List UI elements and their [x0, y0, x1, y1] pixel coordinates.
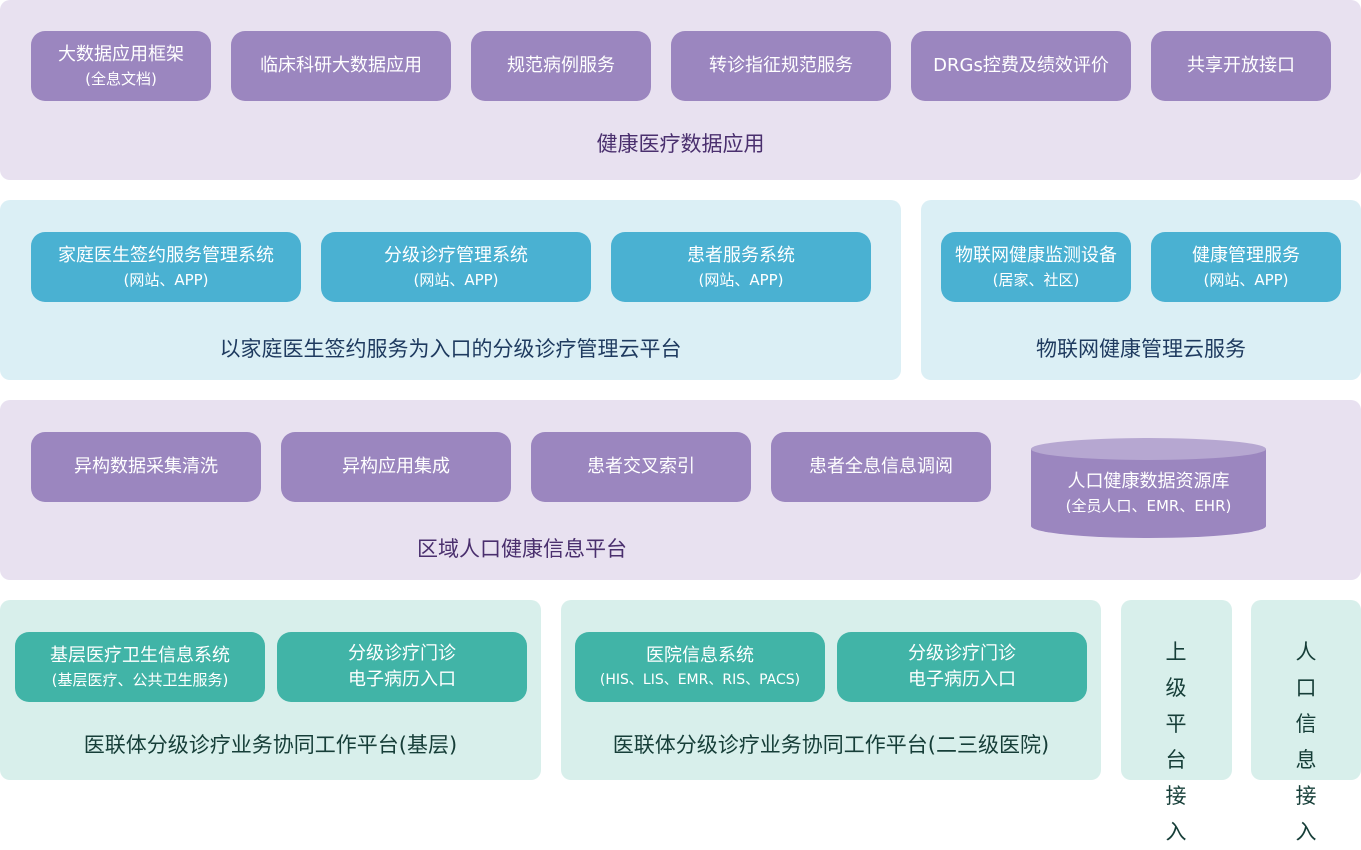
box-label: 分级诊疗门诊 — [348, 643, 456, 664]
box-sub: (网站、APP) — [698, 271, 784, 289]
box-label: 分级诊疗门诊 — [908, 643, 1016, 664]
health-management-box[interactable]: 健康管理服务 (网站、APP) — [1151, 232, 1341, 302]
patient-info-box[interactable]: 患者全息信息调阅 — [771, 432, 991, 502]
data-collection-box[interactable]: 异构数据采集清洗 — [31, 432, 261, 502]
box-label: 分级诊疗管理系统 — [384, 245, 528, 266]
box-label: 大数据应用框架 — [58, 44, 184, 65]
box-sub: 电子病历入口 — [348, 669, 456, 690]
tiered-care-box[interactable]: 分级诊疗管理系统 (网站、APP) — [321, 232, 591, 302]
box-sub: (HIS、LIS、EMR、RIS、PACS) — [599, 672, 801, 688]
layer4a-title: 医联体分级诊疗业务协同工作平台(基层) — [83, 733, 458, 757]
box-label: 规范病例服务 — [507, 55, 615, 76]
standard-case-box[interactable]: 规范病例服务 — [471, 31, 651, 101]
app-integration-box[interactable]: 异构应用集成 — [281, 432, 511, 502]
box-sub: 电子病历入口 — [908, 669, 1016, 690]
referral-box[interactable]: 转诊指征规范服务 — [671, 31, 891, 101]
patient-service-box[interactable]: 患者服务系统 (网站、APP) — [611, 232, 871, 302]
box-label: 患者全息信息调阅 — [809, 456, 953, 477]
big-data-framework-box[interactable]: 大数据应用框架 (全息文档) — [31, 31, 211, 101]
patient-index-box[interactable]: 患者交叉索引 — [531, 432, 751, 502]
box-label: DRGs控费及绩效评价 — [933, 55, 1109, 76]
drgs-box[interactable]: DRGs控费及绩效评价 — [911, 31, 1131, 101]
upper-platform-label: 上级平台接入 — [1165, 640, 1187, 844]
database-sub: (全员人口、EMR、EHR) — [1065, 497, 1232, 515]
box-label: 健康管理服务 — [1192, 245, 1300, 266]
population-info-access[interactable] — [1251, 600, 1361, 780]
hospital-system-box[interactable]: 医院信息系统 (HIS、LIS、EMR、RIS、PACS) — [575, 632, 825, 702]
family-doctor-box[interactable]: 家庭医生签约服务管理系统 (网站、APP) — [31, 232, 301, 302]
box-label: 物联网健康监测设备 — [955, 245, 1117, 266]
population-info-label: 人口信息接入 — [1295, 640, 1317, 844]
layer2b-title: 物联网健康管理云服务 — [1036, 337, 1246, 361]
box-label: 基层医疗卫生信息系统 — [50, 645, 230, 666]
box-sub: (全息文档) — [85, 70, 157, 88]
box-label: 共享开放接口 — [1187, 55, 1295, 76]
layer1-title: 健康医疗数据应用 — [596, 132, 765, 156]
hospital-emr-entry-box[interactable]: 分级诊疗门诊电子病历入口 — [837, 632, 1087, 702]
iot-device-box[interactable]: 物联网健康监测设备 (居家、社区) — [941, 232, 1131, 302]
box-sub: (基层医疗、公共卫生服务) — [51, 671, 229, 689]
upper-platform-access[interactable] — [1121, 600, 1232, 780]
box-label: 异构应用集成 — [342, 456, 450, 477]
box-sub: (居家、社区) — [992, 271, 1080, 289]
layer4b-title: 医联体分级诊疗业务协同工作平台(二三级医院) — [612, 733, 1050, 757]
layer3-title: 区域人口健康信息平台 — [417, 537, 627, 561]
box-label: 患者交叉索引 — [587, 456, 695, 477]
database-label: 人口健康数据资源库 — [1067, 471, 1230, 492]
primary-care-system-box[interactable]: 基层医疗卫生信息系统 (基层医疗、公共卫生服务) — [15, 632, 265, 702]
database-cylinder[interactable]: 人口健康数据资源库 (全员人口、EMR、EHR) — [1031, 437, 1266, 538]
box-label: 异构数据采集清洗 — [74, 456, 218, 477]
layer2a-title: 以家庭医生签约服务为入口的分级诊疗管理云平台 — [219, 337, 682, 361]
box-label: 家庭医生签约服务管理系统 — [58, 245, 274, 266]
clinical-research-box[interactable]: 临床科研大数据应用 — [231, 31, 451, 101]
database-icon — [1031, 438, 1266, 538]
box-label: 患者服务系统 — [687, 245, 795, 266]
box-label: 医院信息系统 — [646, 645, 754, 666]
open-interface-box[interactable]: 共享开放接口 — [1151, 31, 1331, 101]
emr-entry-box[interactable]: 分级诊疗门诊电子病历入口 — [277, 632, 527, 702]
box-sub: (网站、APP) — [1203, 271, 1289, 289]
box-sub: (网站、APP) — [413, 271, 499, 289]
box-sub: (网站、APP) — [123, 271, 209, 289]
box-label: 临床科研大数据应用 — [260, 55, 422, 76]
box-label: 转诊指征规范服务 — [709, 55, 853, 76]
